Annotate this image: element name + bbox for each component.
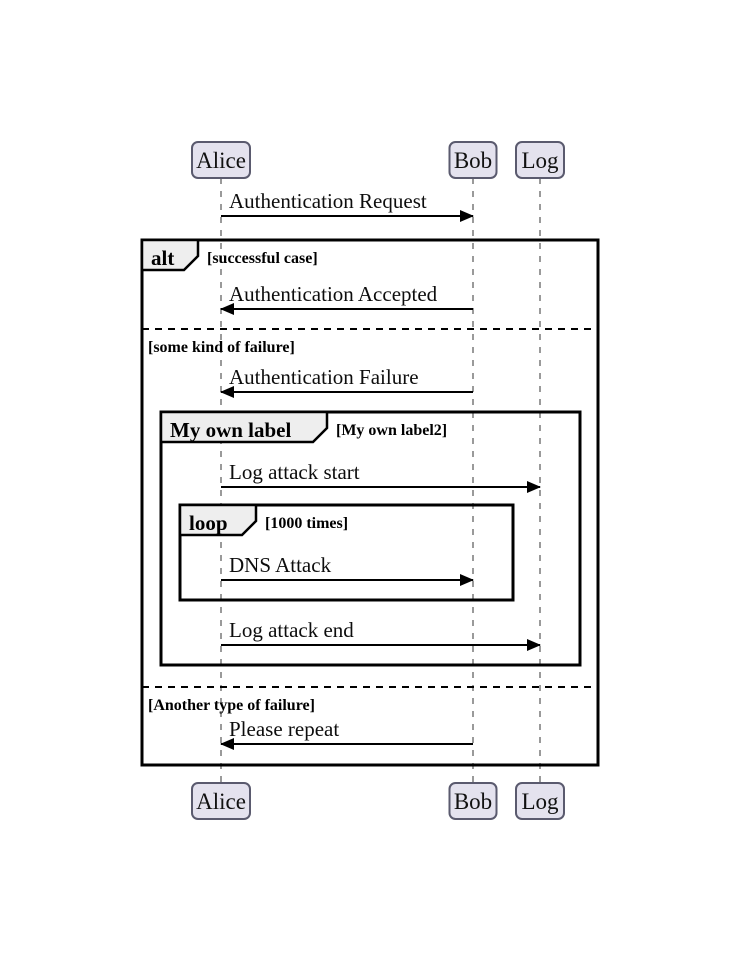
participant-label-log-top: Log [521, 148, 559, 173]
fragment-tab-loop [178, 503, 258, 537]
participant-box-alice-bottom[interactable] [191, 782, 251, 820]
fragment-condition-alt-1: [some kind of failure] [148, 339, 295, 356]
message-label-m1: Authentication Request [229, 189, 427, 213]
fragment-condition-alt-2: [Another type of failure] [148, 697, 315, 714]
message-label-m5: DNS Attack [229, 553, 332, 577]
participant-label-alice-bottom: Alice [196, 789, 246, 814]
participant-box-log-top[interactable] [515, 141, 565, 179]
fragment-operator-loop: loop [189, 511, 228, 535]
message-label-m7: Please repeat [229, 717, 340, 741]
message-label-m6: Log attack end [229, 618, 354, 642]
fragment-border-alt [140, 238, 600, 767]
participant-box-bob-top[interactable] [448, 141, 498, 179]
participant-box-log-bottom[interactable] [515, 782, 565, 820]
participant-label-bob-top: Bob [453, 148, 493, 173]
participant-label-log-bottom: Log [521, 789, 559, 814]
fragment-border-myownlabel [159, 410, 582, 667]
fragment-frames-group [140, 238, 600, 767]
message-arrows-group [220, 210, 541, 750]
fragment-operator-alt: alt [151, 246, 175, 270]
fragment-condition-myownlabel-0: [My own label2] [336, 422, 448, 439]
message-label-m2: Authentication Accepted [229, 282, 438, 306]
fragment-condition-loop-0: [1000 times] [265, 515, 349, 532]
participant-label-bob-bottom: Bob [453, 789, 493, 814]
fragment-tab-alt [140, 238, 200, 272]
participant-box-alice-top[interactable] [191, 141, 251, 179]
participant-box-bob-bottom[interactable] [448, 782, 498, 820]
participant-boxes-group [191, 141, 565, 820]
fragment-operator-myownlabel: My own label [170, 418, 292, 442]
fragment-border-loop [178, 503, 515, 602]
fragment-tab-myownlabel [159, 410, 329, 444]
fragment-condition-alt-0: [successful case] [207, 250, 318, 267]
message-label-m4: Log attack start [229, 460, 360, 484]
message-label-m3: Authentication Failure [229, 365, 419, 389]
participant-label-alice-top: Alice [196, 148, 246, 173]
